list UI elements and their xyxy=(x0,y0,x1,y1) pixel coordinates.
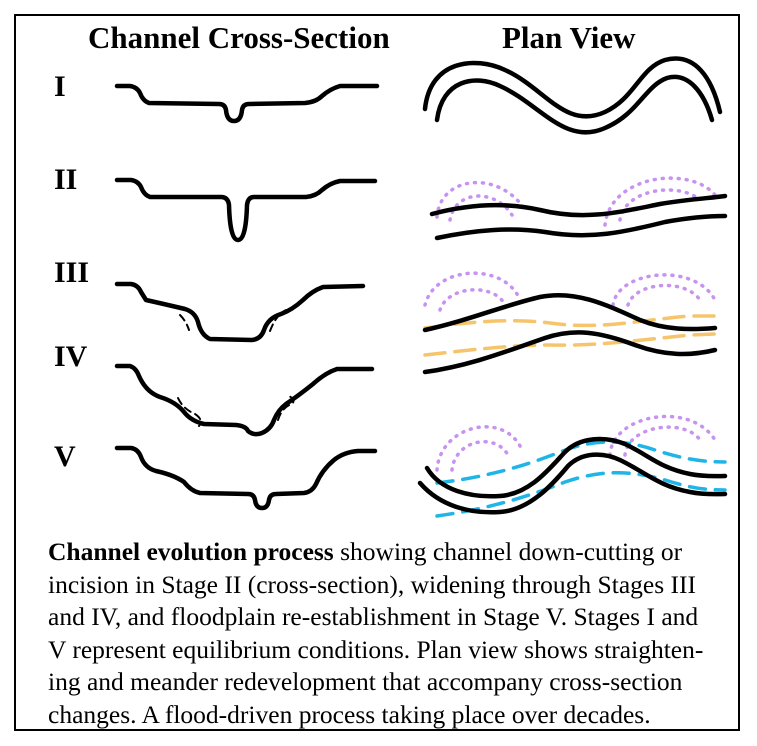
plan-view-heading: Plan View xyxy=(502,20,636,55)
plan-view-stage-v-dashed-channel xyxy=(435,440,727,518)
stage-label-iii: III xyxy=(54,256,90,289)
caption-line-3: and IV, and floodplain re-establishment … xyxy=(48,602,699,631)
cross-section-heading: Channel Cross-Section xyxy=(88,20,390,55)
caption-line-2: incision in Stage II (cross-section), wi… xyxy=(48,569,696,599)
plan-view-stage-iii-bank-upper xyxy=(422,292,718,333)
plan-view-stage-iii-former-meander xyxy=(423,271,717,312)
stage-label-i: I xyxy=(54,70,66,103)
cross-section-stage-ii xyxy=(114,177,378,243)
plan-view-stage-iii-bank-lower xyxy=(422,330,718,375)
plan-view-stage-i-bank-upper xyxy=(422,56,723,119)
plan-view-stage-ii-bank-lower xyxy=(434,213,728,241)
cross-section-stage-iv xyxy=(114,363,375,437)
plan-view-stage-i-bank-lower xyxy=(434,74,715,135)
plan-view-stage-v-bank-lower xyxy=(417,452,728,515)
caption-line-1: showing channel down-cutting or xyxy=(333,537,683,566)
cross-section-stage-iii-dashed xyxy=(179,309,287,332)
cross-section-stage-iii xyxy=(114,281,366,343)
cross-section-stage-i xyxy=(114,83,380,124)
plan-view-stage-ii-bank-upper xyxy=(429,193,728,218)
caption-line-4: V represent equilibrium conditions. Plan… xyxy=(48,634,704,664)
plan-view-stage-iii-dashed-channel xyxy=(423,314,717,357)
stage-label-iv: IV xyxy=(54,340,88,373)
stage-label-ii: II xyxy=(54,163,78,196)
plan-view-stage-v-former-meander xyxy=(435,414,717,472)
stage-label-v: V xyxy=(54,440,76,473)
caption-line-6: changes. A flood-driven process taking p… xyxy=(48,699,651,729)
plan-view-stage-ii-former-meander xyxy=(435,176,717,227)
caption-line-5: ing and meander redevelopment that accom… xyxy=(48,667,683,696)
caption-bold-lead: Channel evolution process xyxy=(48,537,334,566)
plan-view-stage-v-bank-upper xyxy=(424,436,728,499)
cross-section-stage-v xyxy=(114,445,378,511)
figure-caption: Channel evolution process showing channe… xyxy=(48,536,728,731)
cross-section-stage-iv-dashed xyxy=(177,395,295,427)
